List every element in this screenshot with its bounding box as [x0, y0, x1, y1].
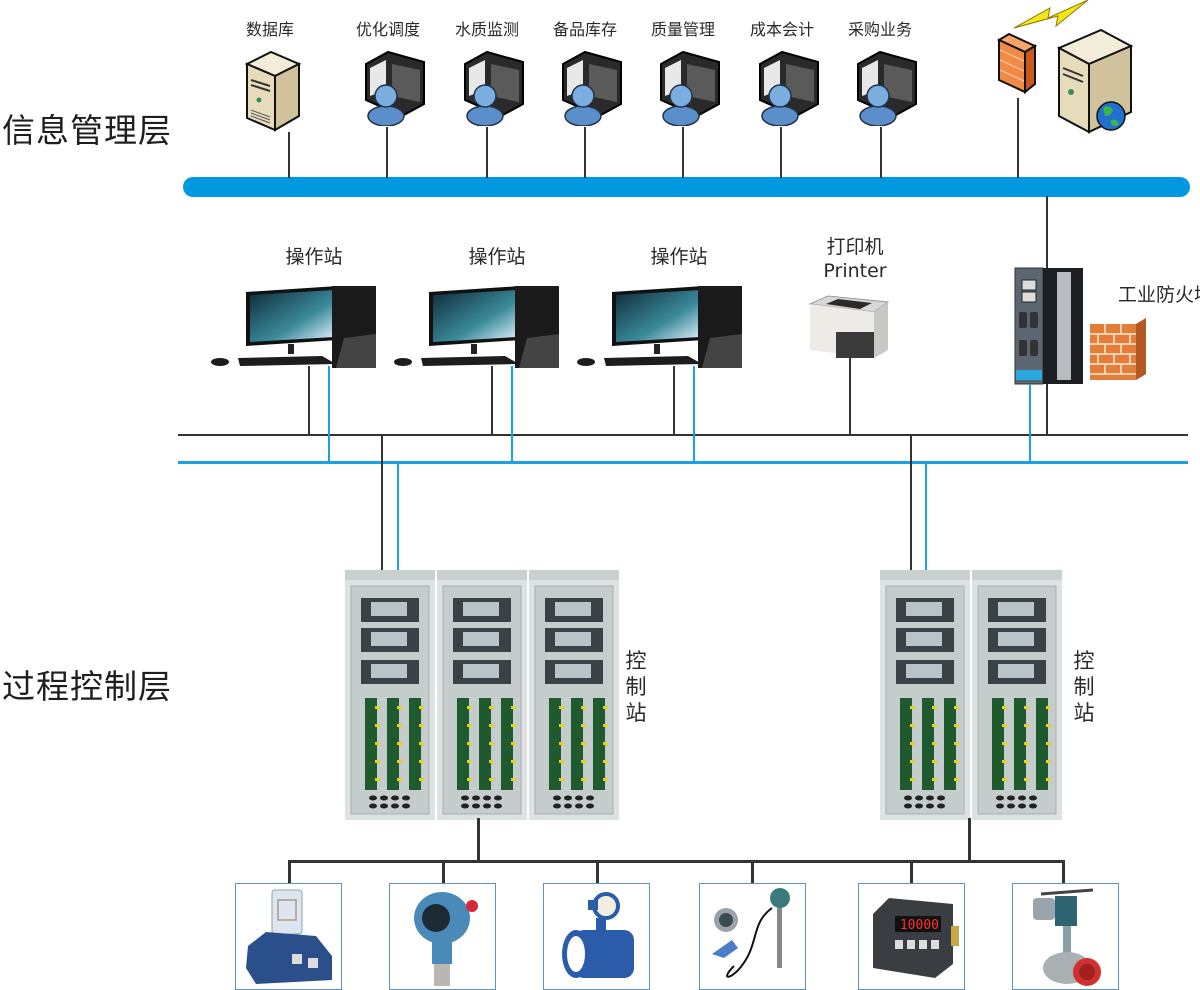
node-label: 优化调度 — [355, 20, 420, 39]
brick-wall-icon — [1090, 318, 1148, 380]
control-cabinet[interactable] — [437, 570, 527, 820]
link-line — [1062, 860, 1065, 884]
link-line — [925, 462, 927, 573]
display-reading: 10000 — [900, 918, 939, 933]
flowmeter-icon — [562, 892, 634, 978]
operator-pc-icon[interactable] — [576, 284, 744, 370]
link-line — [386, 127, 388, 178]
link-line — [673, 366, 675, 436]
layer-title-info-management: 信息管理层 — [2, 111, 172, 150]
control-station-label: 控制站 — [1073, 649, 1095, 725]
control-valve-icon — [1033, 888, 1101, 986]
field-bus — [288, 860, 1064, 863]
link-line — [693, 366, 695, 463]
link-line — [328, 366, 330, 463]
link-line — [397, 462, 399, 573]
node-label: 水质监测 — [454, 20, 519, 39]
control-cabinet[interactable] — [529, 570, 619, 820]
control-cabinet[interactable] — [880, 570, 970, 820]
printer-icon[interactable] — [808, 294, 890, 360]
field-device-pressure-transmitter[interactable] — [389, 883, 496, 990]
layer-title-process-control: 过程控制层 — [2, 667, 172, 706]
field-device-flowmeter[interactable] — [543, 883, 650, 990]
link-line — [596, 860, 599, 884]
link-line — [1029, 384, 1031, 463]
industrial-firewall-device-icon[interactable] — [1013, 266, 1085, 386]
link-line — [288, 860, 291, 884]
link-line — [584, 127, 586, 178]
control-network-redundant — [178, 461, 1188, 464]
node-label: 数据库 — [245, 20, 294, 39]
link-line — [780, 127, 782, 178]
link-line — [880, 127, 882, 178]
firewall-icon[interactable] — [997, 32, 1037, 96]
user-workstation-icon[interactable] — [461, 50, 527, 126]
link-line — [381, 435, 383, 573]
control-cabinet[interactable] — [345, 570, 435, 820]
user-workstation-icon[interactable] — [854, 50, 920, 126]
link-line — [751, 860, 754, 884]
web-server-icon[interactable] — [1055, 28, 1135, 134]
user-workstation-icon[interactable] — [362, 50, 428, 126]
link-line — [682, 127, 684, 178]
link-line — [910, 435, 912, 573]
field-device-control-valve[interactable] — [1012, 883, 1119, 990]
backbone-bus — [183, 177, 1190, 197]
control-cabinet[interactable] — [972, 570, 1062, 820]
industrial-firewall-label: 工业防火墙 — [1118, 284, 1200, 306]
field-device-display-controller[interactable]: 10000 — [858, 883, 965, 990]
pressure-transmitter-icon — [414, 892, 478, 986]
control-station-label: 控制站 — [625, 649, 647, 725]
link-line — [849, 358, 851, 436]
user-workstation-icon[interactable] — [559, 50, 625, 126]
operator-station-label: 操作站 — [285, 246, 343, 268]
link-line — [442, 860, 445, 884]
link-line — [910, 860, 913, 884]
control-network-primary — [178, 434, 1188, 436]
link-line — [968, 818, 971, 862]
lightning-icon — [1012, 0, 1092, 32]
link-line — [477, 818, 480, 862]
node-label: 备品库存 — [552, 20, 617, 39]
user-workstation-icon[interactable] — [756, 50, 822, 126]
node-label: 质量管理 — [650, 20, 715, 39]
link-line — [511, 366, 513, 463]
link-line — [308, 366, 310, 436]
user-workstation-icon[interactable] — [657, 50, 723, 126]
node-label: 成本会计 — [749, 20, 814, 39]
operator-pc-icon[interactable] — [210, 284, 378, 370]
node-label: 采购业务 — [847, 20, 912, 39]
link-line — [491, 366, 493, 436]
temperature-transmitter-icon — [712, 888, 790, 978]
operator-station-label: 操作站 — [650, 246, 708, 268]
database-server-icon[interactable] — [243, 50, 303, 132]
operator-station-label: 操作站 — [468, 246, 526, 268]
link-line — [486, 127, 488, 178]
operator-pc-icon[interactable] — [393, 284, 561, 370]
link-line — [288, 132, 290, 178]
field-device-temperature-transmitter[interactable] — [699, 883, 806, 990]
link-line — [1017, 98, 1019, 178]
printer-label-cn: 打印机 — [826, 236, 884, 258]
display-controller-icon: 10000 — [873, 898, 959, 978]
relay-icon — [246, 889, 332, 984]
field-device-relay[interactable] — [235, 883, 342, 990]
printer-label-en: Printer — [823, 260, 887, 282]
